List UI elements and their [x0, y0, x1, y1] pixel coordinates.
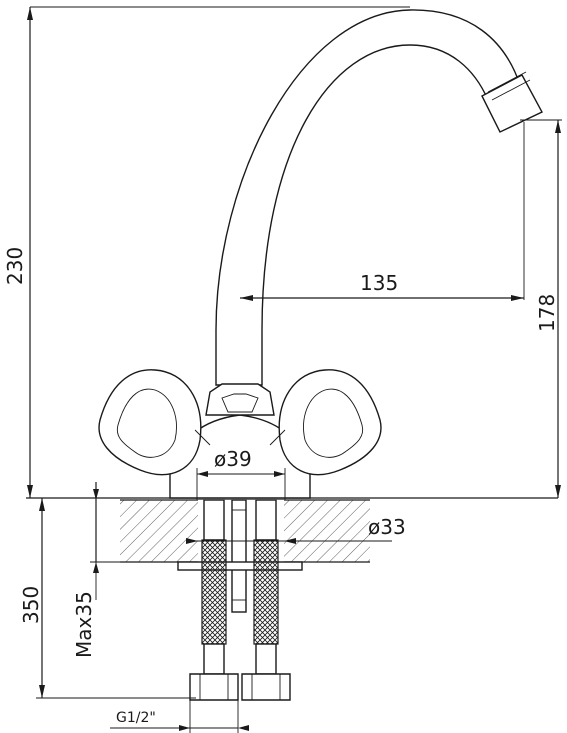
max-thickness-label: Max35: [72, 591, 96, 658]
spout-reach-label: 135: [360, 271, 398, 295]
faucet-body: [98, 369, 382, 499]
dimension-total-height: 230: [3, 6, 558, 499]
dimension-max-thickness: Max35: [72, 482, 122, 658]
base-diameter-label: ø39: [214, 447, 252, 471]
total-height-label: 230: [3, 247, 27, 285]
dimension-base-diameter: ø39: [196, 447, 286, 500]
dimension-spout-height: 178: [520, 119, 562, 498]
dimension-spout-reach: 135: [240, 122, 525, 301]
spout: [215, 9, 543, 386]
dimension-thread: G1/2": [110, 700, 249, 733]
dimension-hose-length: 350: [19, 498, 196, 699]
mounting-and-hoses: [177, 499, 303, 701]
spout-height-label: 178: [535, 294, 559, 332]
dimension-hole-diameter: ø33: [186, 515, 406, 544]
hose-length-label: 350: [19, 586, 43, 624]
hole-diameter-label: ø33: [368, 515, 406, 539]
thread-label: G1/2": [116, 710, 156, 726]
